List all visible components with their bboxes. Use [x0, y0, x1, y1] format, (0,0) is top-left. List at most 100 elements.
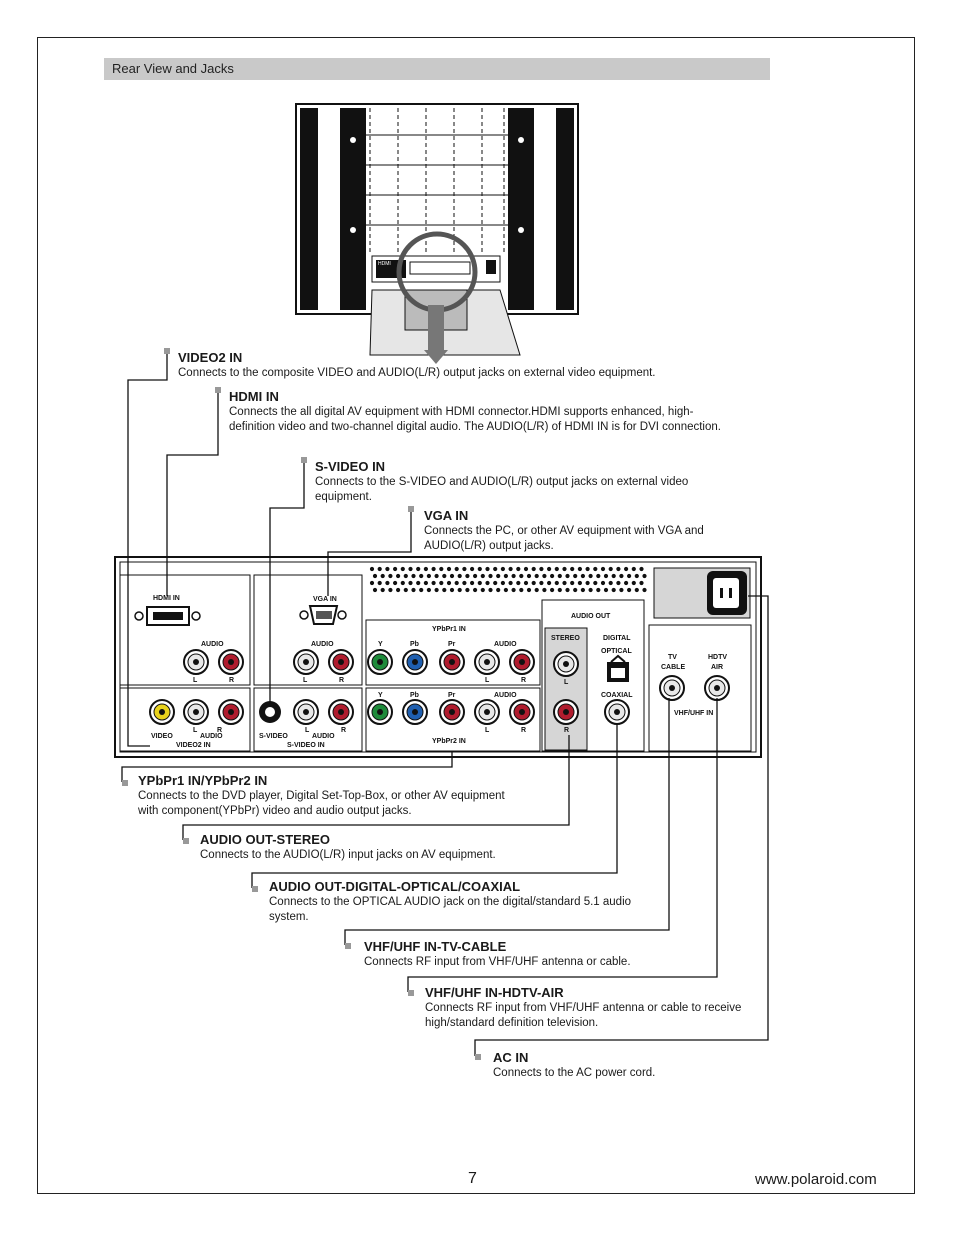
vent-hole: [431, 566, 436, 572]
callout-desc: Connects RF input from VHF/UHF antenna o…: [364, 956, 631, 968]
vent-hole: [434, 573, 439, 579]
vent-hole: [557, 587, 562, 593]
leader-end-markers: [122, 348, 481, 1060]
jack-ypbpr2-y: [367, 699, 393, 725]
callout-desc: Connects to the composite VIDEO and AUDI…: [178, 367, 656, 379]
vent-hole: [411, 587, 416, 593]
callout-desc: Connects RF input from VHF/UHF antenna o…: [425, 1002, 742, 1029]
vent-hole: [400, 580, 405, 586]
vent-hole: [473, 587, 478, 593]
tv-hdmi-tag: HDMI: [378, 261, 391, 267]
callout-title: S-VIDEO IN: [315, 459, 386, 474]
vent-hole: [411, 573, 416, 579]
vent-hole: [534, 587, 539, 593]
vent-hole: [611, 573, 616, 579]
section-title: Rear View and Jacks: [104, 58, 770, 80]
callout-desc: Connects to the AC power cord.: [493, 1067, 656, 1079]
vent-hole: [642, 573, 647, 579]
vent-hole: [554, 566, 559, 572]
vent-hole: [639, 580, 644, 586]
vent-hole: [496, 587, 501, 593]
vent-hole: [488, 587, 493, 593]
callout-title: AUDIO OUT-DIGITAL-OPTICAL/COAXIAL: [269, 879, 521, 894]
label-ypbpr2-l: L: [485, 727, 490, 734]
vent-hole: [547, 580, 552, 586]
vent-hole: [634, 573, 639, 579]
jack-s-video-audio-r: [328, 699, 354, 725]
vent-hole: [457, 573, 462, 579]
vent-hole: [596, 573, 601, 579]
callout-desc: Connects to the OPTICAL AUDIO jack on th…: [269, 896, 632, 923]
vent-hole: [377, 566, 382, 572]
vent-hole: [439, 566, 444, 572]
vent-hole: [454, 566, 459, 572]
vent-hole: [426, 573, 431, 579]
vent-hole: [385, 580, 390, 586]
vent-hole: [480, 573, 485, 579]
vent-hole: [608, 580, 613, 586]
label-s-video-in: S-VIDEO IN: [287, 742, 325, 749]
tv-rear-illustration: HDMI: [295, 103, 579, 364]
label-stereo-r: R: [564, 727, 569, 734]
label-ypbpr1-l: L: [485, 677, 490, 684]
vent-hole: [593, 566, 598, 572]
jack-video2-audio-l: [183, 699, 209, 725]
vent-hole: [488, 573, 493, 579]
jack-ypbpr1-pb: [402, 649, 428, 675]
label-vga-audio: AUDIO: [311, 641, 334, 648]
label-y1: Y: [378, 641, 383, 648]
vent-hole: [531, 580, 536, 586]
vent-hole: [573, 573, 578, 579]
vent-hole: [639, 566, 644, 572]
vent-hole: [388, 587, 393, 593]
jack-ypbpr1-pr: [439, 649, 465, 675]
vent-hole: [547, 566, 552, 572]
vent-hole: [508, 566, 513, 572]
vent-hole: [550, 573, 555, 579]
leader-lines: [121, 352, 769, 1056]
jack-video2-video: [149, 699, 175, 725]
label-video2-r: R: [217, 727, 222, 734]
vent-hole: [600, 566, 606, 572]
callout-ac-in: AC IN Connects to the AC power cord.: [493, 1050, 793, 1081]
vent-hole: [408, 566, 413, 572]
jack-tv-cable: [659, 675, 685, 701]
vent-hole: [477, 566, 482, 572]
vent-hole: [577, 580, 583, 586]
label-coaxial: COAXIAL: [601, 692, 633, 699]
vent-hole: [539, 580, 544, 586]
vent-hole: [523, 566, 529, 572]
vent-hole: [500, 566, 505, 572]
vent-hole: [627, 573, 632, 579]
label-ypbpr2-r: R: [521, 727, 526, 734]
label-digital: DIGITAL: [603, 635, 631, 642]
vent-hole: [631, 566, 636, 572]
vent-hole: [616, 566, 621, 572]
callout-title: AC IN: [493, 1050, 529, 1065]
jack-hdmi-audio-l: [183, 649, 209, 675]
jack-ypbpr1-audio-l: [474, 649, 500, 675]
label-s-video-l: L: [305, 727, 310, 734]
vent-hole: [511, 587, 516, 593]
vent-hole: [539, 566, 544, 572]
callout-title: VGA IN: [424, 508, 469, 523]
vent-hole: [457, 587, 462, 593]
vent-hole: [634, 587, 639, 593]
vent-hole: [588, 573, 593, 579]
jack-ypbpr2-pb: [402, 699, 428, 725]
callout-vhf-uhf-tv-cable: VHF/UHF IN-TV-CABLE Connects RF input fr…: [364, 939, 724, 970]
label-tv: TV: [668, 654, 677, 661]
vent-hole: [446, 580, 452, 586]
label-hdmi-audio: AUDIO: [201, 641, 224, 648]
vent-hole: [562, 566, 567, 572]
vent-hole: [511, 573, 516, 579]
jack-s-video-audio-l: [293, 699, 319, 725]
vent-hole: [369, 566, 375, 572]
label-stereo-l: L: [564, 679, 569, 686]
vent-hole: [403, 587, 408, 593]
vent-hole: [596, 587, 601, 593]
vent-hole: [619, 573, 624, 579]
label-vhf-uhf-in: VHF/UHF IN: [674, 710, 713, 717]
vent-hole: [470, 580, 475, 586]
vent-hole: [580, 587, 586, 593]
